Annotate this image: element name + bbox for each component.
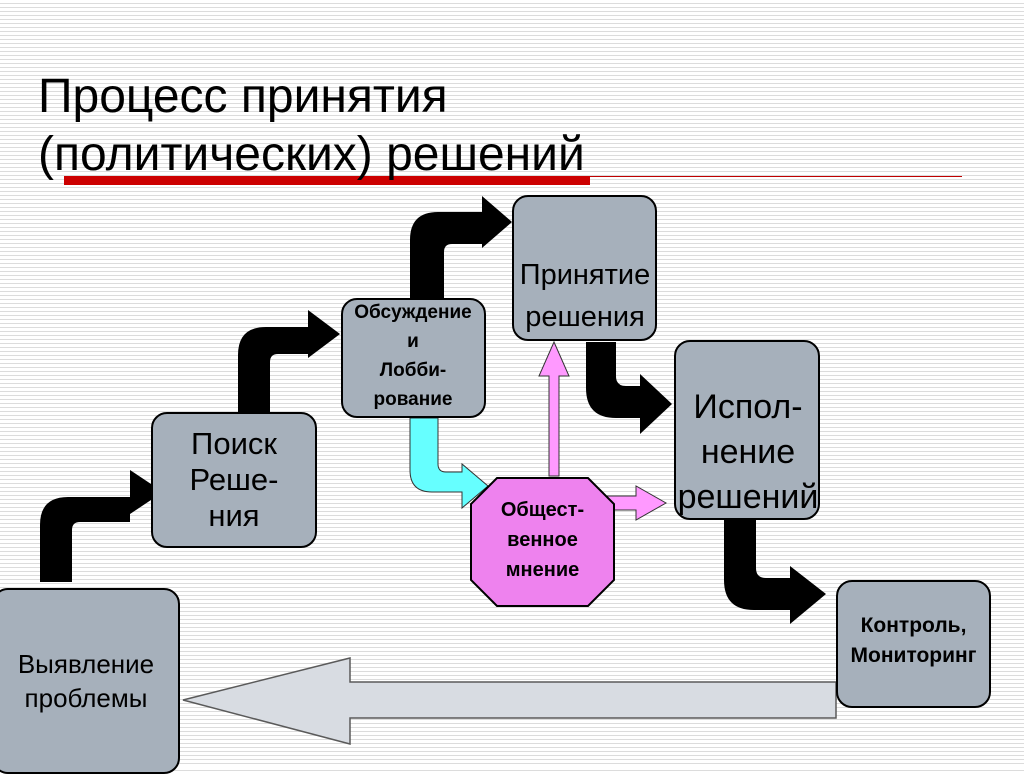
node-discussion-line-3: Лобби- bbox=[379, 360, 447, 381]
node-execution-line-2: нение bbox=[700, 433, 796, 471]
node-adoption-line-1: Принятие bbox=[519, 259, 651, 291]
node-public-opinion-label: Общест- венное мнение bbox=[471, 495, 614, 585]
feedback-arrow bbox=[182, 657, 837, 745]
flow-arrow-2 bbox=[238, 310, 340, 414]
flow-arrow-4 bbox=[586, 342, 672, 434]
node-execution-line-3: решений bbox=[677, 478, 819, 516]
node-search-solution-line-2: Реше- bbox=[189, 462, 279, 497]
node-public-opinion-line-1: Общест- bbox=[500, 499, 585, 521]
node-control-line-2: Мониторинг bbox=[850, 644, 977, 667]
node-adoption-line-2: решения bbox=[525, 301, 645, 333]
node-discussion-box bbox=[341, 298, 486, 418]
node-control-monitoring: Контроль, Мониторинг bbox=[836, 580, 991, 708]
flow-arrow-5 bbox=[724, 520, 826, 624]
node-discussion-line-2: и bbox=[407, 331, 419, 352]
influence-arrow-up bbox=[538, 340, 570, 477]
flow-arrow-3 bbox=[410, 196, 512, 300]
slide-title-line-1: Процесс принятия bbox=[38, 70, 448, 123]
node-identify-problem: Выявление проблемы bbox=[0, 588, 180, 774]
node-control-line-1: Контроль, bbox=[860, 614, 967, 637]
node-discussion-line-4: рование bbox=[373, 389, 453, 410]
node-adoption-box bbox=[512, 195, 657, 341]
node-adoption-label: Принятие решения bbox=[492, 254, 678, 338]
lobby-arrow bbox=[409, 417, 489, 510]
node-execution-line-1: Испол- bbox=[693, 388, 803, 426]
node-search-solution: Поиск Реше- ния bbox=[151, 412, 317, 548]
title-underline-accent bbox=[64, 176, 590, 185]
node-execution-label: Испол- нение решений bbox=[650, 385, 846, 520]
node-identify-problem-line-2: проблемы bbox=[24, 683, 148, 713]
node-discussion-line-1: Обсуждение bbox=[354, 302, 472, 323]
node-public-opinion-line-2: венное bbox=[507, 529, 578, 551]
node-identify-problem-line-1: Выявление bbox=[17, 649, 155, 679]
flow-arrow-1 bbox=[40, 470, 163, 582]
node-search-solution-line-1: Поиск bbox=[191, 426, 277, 461]
node-discussion-label: Обсуждение и Лобби- рование bbox=[312, 298, 514, 414]
node-public-opinion-line-3: мнение bbox=[505, 559, 580, 581]
slide-title: Процесс принятия (политических) решений bbox=[38, 68, 585, 184]
node-search-solution-line-3: ния bbox=[208, 498, 260, 533]
slide-title-line-2: (политических) решений bbox=[38, 128, 585, 181]
title-underline-rule bbox=[590, 176, 962, 177]
node-execution-box bbox=[674, 340, 820, 520]
public-opinion-octagon bbox=[470, 477, 615, 607]
